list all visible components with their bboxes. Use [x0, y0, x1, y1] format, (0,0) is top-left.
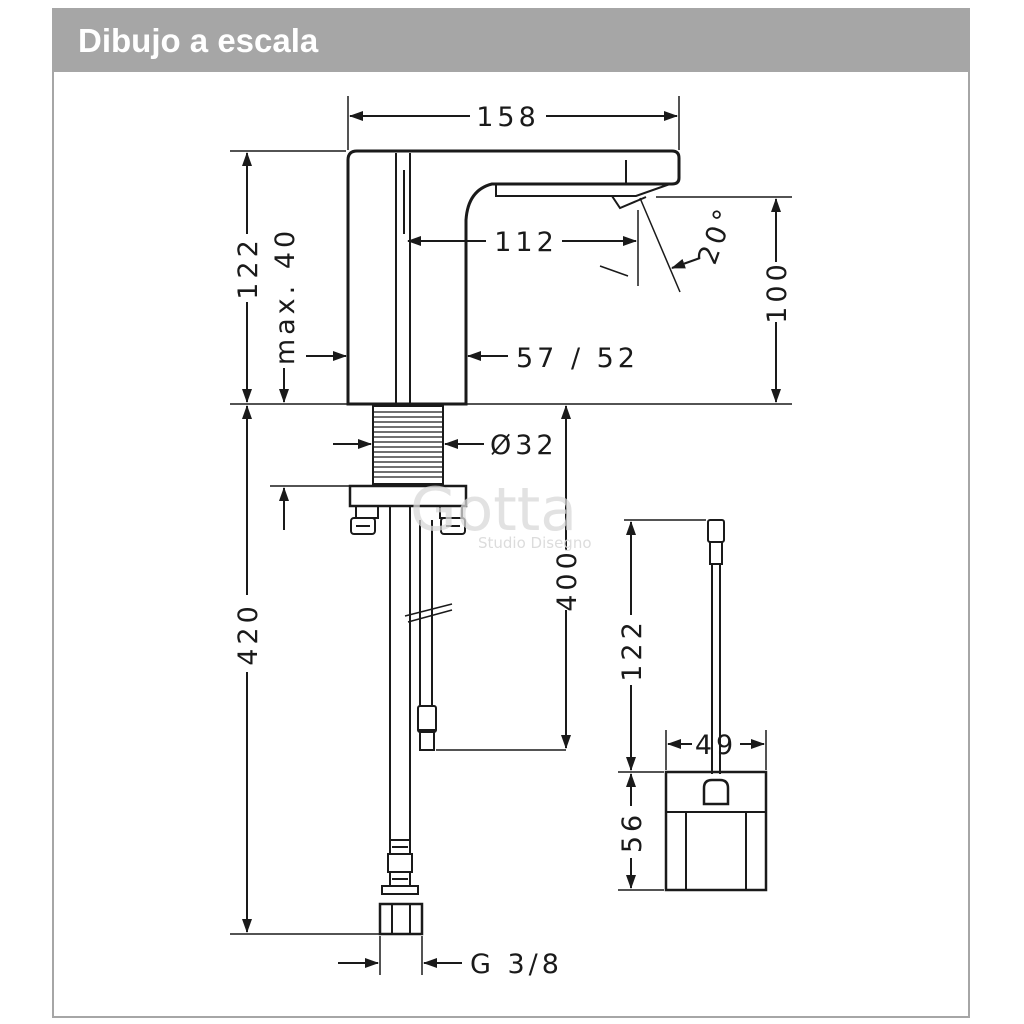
faucet-body — [346, 149, 681, 406]
dim-57-52: 57 / 52 — [516, 343, 639, 374]
dim-max-40: max. 40 — [270, 227, 301, 365]
threaded-shank — [372, 405, 444, 485]
watermark-brand: Gotta — [410, 475, 577, 545]
section-title: Dibujo a escala — [78, 22, 319, 59]
dim-122-faucet: 122 — [233, 236, 264, 300]
watermark-subtitle: Studio Disegno — [478, 534, 592, 552]
sensor-cable — [417, 520, 566, 751]
mounting-nut — [348, 484, 468, 535]
dim-diameter-32: Ø32 — [490, 430, 558, 461]
dimension-arrows — [242, 111, 781, 968]
dim-49: 49 — [695, 730, 737, 761]
dim-158: 158 — [476, 102, 540, 133]
dim-100: 100 — [762, 260, 793, 324]
extension-lines — [230, 96, 792, 975]
dim-420: 420 — [233, 602, 264, 666]
watermark: Gotta Studio Disegno — [410, 475, 592, 552]
drawing-frame: Dibujo a escala — [52, 8, 970, 1018]
dim-56: 56 — [617, 811, 648, 853]
dim-400: 400 — [552, 548, 583, 612]
control-box — [664, 519, 768, 892]
dim-angle-20: 20° — [692, 202, 742, 269]
dim-112: 112 — [494, 227, 558, 258]
dim-g-3-8: G 3/8 — [470, 949, 563, 980]
dimension-labels: 158 112 20° 100 122 max. 40 57 / 52 Ø32 … — [233, 102, 793, 980]
dim-122-cable: 122 — [617, 618, 648, 682]
supply-hose — [378, 506, 453, 936]
section-header: Dibujo a escala — [54, 10, 968, 72]
